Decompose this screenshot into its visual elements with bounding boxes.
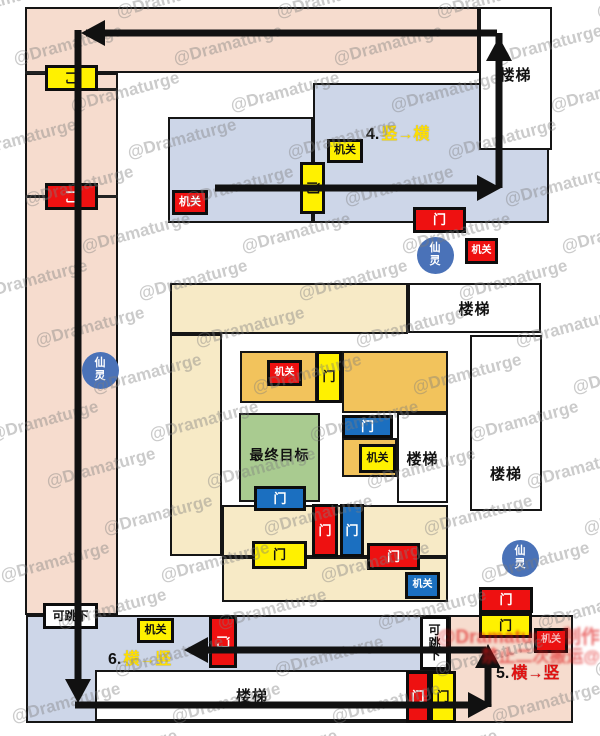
mech-blue-band: 机关 (405, 572, 440, 599)
door-yellow-orange: 门 (316, 351, 342, 403)
stairs-room-mid-small-label: 楼梯 (406, 450, 439, 468)
mech-yellow-orange-c: 机关 (359, 444, 396, 473)
step-4-number: 4. (366, 126, 380, 143)
region-orange-room-b (342, 351, 448, 413)
door-blue-orange-b: 门 (342, 415, 393, 438)
watermark-text: @Dramaturge (592, 631, 600, 680)
mech-red-blueroom: 机关 (172, 190, 208, 215)
door-red-band: 门 (367, 543, 420, 570)
stairs-room-tall-right-label: 楼梯 (489, 465, 522, 483)
jump-down-left: 可跳下 (43, 603, 98, 629)
mech-red-central: 机关 (267, 360, 302, 386)
door-red-vert-bottom-left: 门 (209, 616, 237, 668)
mech-red-bottom-right: 机关 (534, 628, 568, 653)
step-4-text: 竖→横 (381, 126, 430, 143)
wall-divider-1 (98, 88, 118, 91)
door-yellow-topleft: 门 (45, 65, 98, 91)
door-red-vert-mid: 门 (312, 504, 338, 557)
door-red-blueroom: 门 (413, 207, 466, 233)
door-red-vert-bottom-left-label: 门 (215, 635, 231, 649)
seelie-left: 仙灵 (81, 351, 119, 389)
stairs-room-top-right-label: 楼梯 (499, 67, 532, 84)
step-5: 5.横→竖 (496, 659, 559, 683)
region-stairs-room-mid-small: 楼梯 (397, 413, 448, 503)
region-tan-left-column (170, 334, 222, 556)
jump-down-right: 可跳下 (420, 616, 449, 670)
mech-yellow-bottom-left-label: 机关 (144, 623, 167, 636)
watermark-text: @Dramaturge (66, 726, 179, 736)
door-blue-green: 门 (254, 486, 306, 511)
seelie-lower-right-label: 仙灵 (514, 545, 526, 570)
door-yellow-vert-bottom-label: 门 (436, 689, 450, 705)
mech-red-central-label: 机关 (274, 366, 295, 378)
watermark-text: @Dramaturge (226, 726, 339, 736)
door-yellow-right-passage-label: 门 (498, 617, 512, 633)
door-blue-vert-mid: 门 (340, 504, 364, 557)
region-stairs-room-tall-right: 楼梯 (470, 335, 542, 511)
door-yellow-vert-bottom: 门 (430, 671, 456, 723)
watermark-text: @Dramaturge (386, 726, 499, 736)
region-stairs-room-top-mid: 楼梯 (408, 283, 541, 333)
seelie-upper: 仙灵 (416, 236, 454, 274)
door-red-topleft-label: 门 (64, 189, 80, 203)
step-5-number: 5. (496, 665, 510, 682)
step-6: 6.横→竖 (108, 645, 171, 669)
wall-divider-0 (25, 71, 45, 74)
step-6-text: 横→竖 (123, 651, 172, 668)
region-left-corridor (25, 73, 118, 615)
region-stairs-room-top-right: 楼梯 (479, 7, 552, 150)
watermark-text: @Dramaturge (548, 67, 600, 116)
region-top-corridor (25, 7, 479, 73)
mech-yellow-bottom-left: 机关 (137, 618, 174, 643)
door-red-vert-mid-label: 门 (318, 522, 332, 538)
door-blue-green-label: 门 (273, 490, 287, 506)
door-blue-vert-mid-label: 门 (345, 522, 359, 538)
watermark-text: @Dramaturge (581, 490, 600, 539)
door-yellow-band: 门 (252, 541, 307, 569)
seelie-lower-right: 仙灵 (501, 539, 539, 577)
seelie-upper-label: 仙灵 (429, 242, 441, 267)
jump-down-left-label: 可跳下 (52, 608, 89, 623)
stairs-room-top-mid-label: 楼梯 (458, 300, 491, 318)
door-red-band-label: 门 (386, 548, 400, 564)
door-red-blueroom-label: 门 (432, 212, 446, 228)
door-yellow-orange-label: 门 (322, 369, 336, 385)
door-yellow-band-label: 门 (272, 547, 286, 563)
mech-red-upper-right-label: 机关 (471, 244, 492, 256)
mech-blue-band-label: 机关 (412, 579, 433, 591)
stairs-room-bottom-label: 楼梯 (235, 688, 268, 705)
mech-yellow-orange-c-label: 机关 (366, 451, 389, 464)
watermark-text: @Dramaturge (570, 349, 600, 398)
door-yellow-topleft-label: 门 (64, 71, 80, 85)
door-red-vert-bottom-label: 门 (411, 689, 425, 705)
mech-red-upper-right: 机关 (465, 238, 498, 264)
step-4: 4.竖→横 (366, 120, 429, 144)
seelie-left-label: 仙灵 (94, 357, 106, 382)
watermark-text: @Dramaturge (559, 208, 600, 257)
mech-yellow-blueroom: 机关 (327, 139, 363, 163)
door-red-vert-bottom: 门 (406, 671, 430, 723)
wall-divider-2 (25, 195, 45, 198)
door-blue-orange-b-label: 门 (360, 418, 374, 434)
region-tan-top-band (170, 283, 408, 334)
mech-red-blueroom-label: 机关 (179, 195, 201, 208)
wall-divider-3 (98, 195, 118, 198)
region-stairs-room-bottom: 楼梯 (95, 670, 449, 721)
door-yellow-right-passage: 门 (479, 613, 532, 638)
mech-yellow-blueroom-label: 机关 (334, 144, 356, 157)
door-red-right-passage-label: 门 (499, 592, 513, 608)
jump-down-right-label: 可跳下 (428, 623, 441, 663)
step-6-number: 6. (108, 651, 122, 668)
mech-red-bottom-right-label: 机关 (541, 634, 561, 646)
door-yellow-blueroom: 门 (300, 162, 325, 214)
green-goal-room-label: 最终目标 (249, 446, 310, 463)
door-red-topleft: 门 (45, 183, 98, 210)
watermark-text: @Dramaturge (546, 726, 600, 736)
door-red-right-passage: 门 (479, 587, 533, 613)
watermark-text: @Dramaturge (594, 0, 600, 22)
step-5-text: 横→竖 (511, 665, 560, 682)
door-yellow-blueroom-label: 门 (305, 181, 321, 195)
